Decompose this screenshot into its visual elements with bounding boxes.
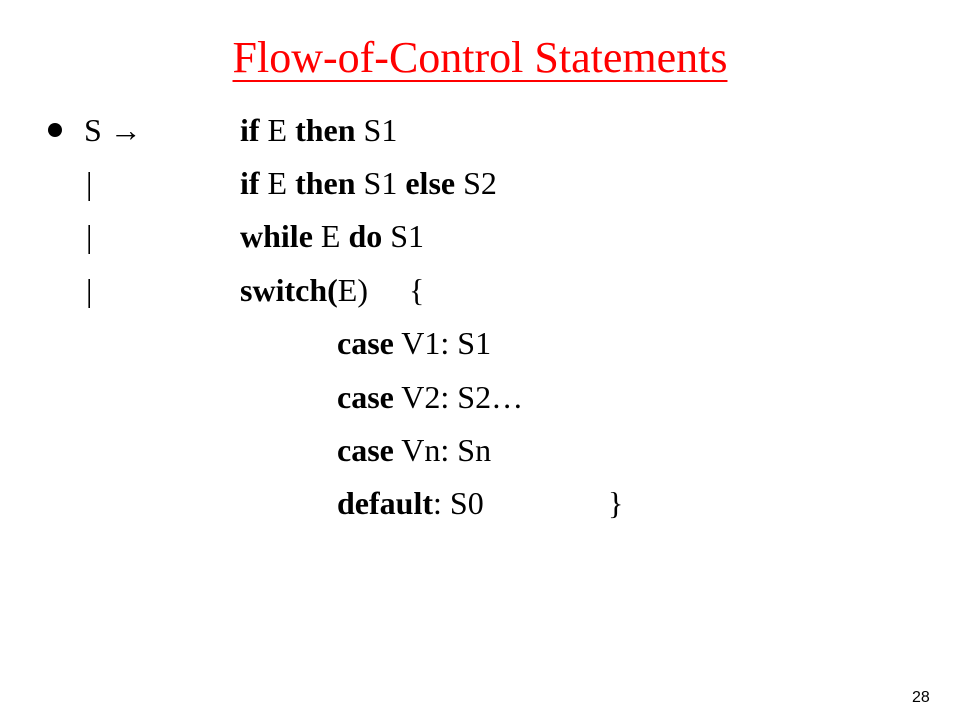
production-if-then-else: if E then S1 else S2	[240, 163, 497, 203]
open-brace: {	[409, 272, 425, 308]
production-if-then: if E then S1	[240, 110, 397, 150]
condition-text: E	[259, 112, 296, 148]
production-while-do: while E do S1	[240, 216, 424, 256]
keyword-case: case	[337, 379, 394, 415]
alternative-bar: |	[86, 272, 93, 308]
keyword-default: default	[337, 485, 433, 521]
statement-text: S1	[382, 218, 425, 254]
keyword-if: if	[240, 112, 260, 148]
case-line: case Vn: Sn	[337, 430, 491, 470]
alternative-bar: |	[86, 218, 93, 254]
case-line: case V1: S1	[337, 323, 491, 363]
statement-text: S1	[355, 165, 406, 201]
keyword-case: case	[337, 432, 394, 468]
bullet-icon	[48, 123, 62, 137]
statement-text: S1	[355, 112, 398, 148]
alternative-bar: |	[86, 165, 93, 201]
statement-text: S2	[455, 165, 497, 201]
keyword-case: case	[337, 325, 394, 361]
keyword-switch: switch(	[240, 272, 338, 308]
condition-text: E)	[337, 272, 368, 308]
keyword-else: else	[405, 165, 456, 201]
case-text: Vn: Sn	[393, 432, 492, 468]
keyword-while: while	[240, 218, 313, 254]
page-number: 28	[912, 689, 930, 706]
slide-title: Flow-of-Control Statements	[232, 33, 728, 82]
case-line: case V2: S2…	[337, 377, 523, 417]
keyword-then: then	[295, 112, 356, 148]
production-switch: switch(E)	[240, 270, 368, 310]
case-text: V1: S1	[393, 325, 492, 361]
case-text: V2: S2…	[393, 379, 524, 415]
condition-text: E	[259, 165, 296, 201]
keyword-do: do	[348, 218, 383, 254]
production-lhs: S →	[84, 112, 142, 148]
keyword-then: then	[295, 165, 356, 201]
condition-text: E	[312, 218, 349, 254]
close-brace: }	[608, 485, 624, 521]
default-line: default: S0	[337, 483, 484, 523]
keyword-if: if	[240, 165, 260, 201]
default-text: : S0	[433, 485, 484, 521]
